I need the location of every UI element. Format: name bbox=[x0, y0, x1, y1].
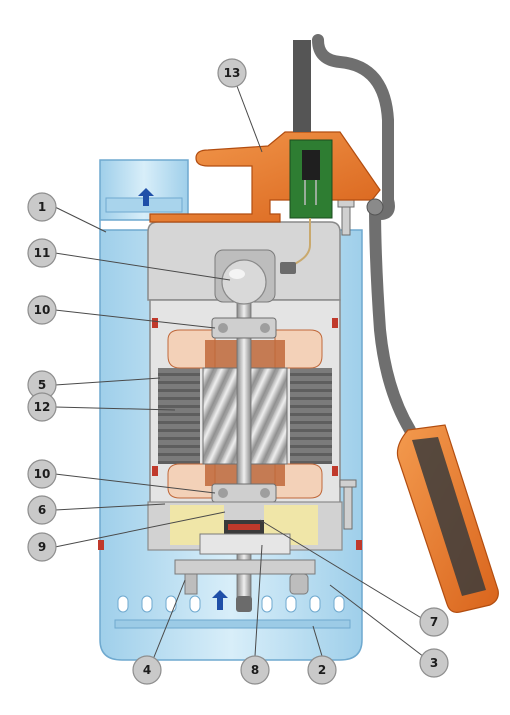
callout-4: 4 bbox=[132, 655, 162, 685]
svg-text:1: 1 bbox=[38, 200, 46, 214]
housing-bolts bbox=[337, 199, 357, 530]
lower-bearing-ball-left bbox=[218, 488, 228, 498]
flow-arrow-icon bbox=[138, 188, 154, 206]
float-cable bbox=[312, 34, 395, 220]
o-ring-seals bbox=[98, 318, 362, 550]
callout-2: 2 bbox=[307, 655, 337, 685]
callout-3: 3 bbox=[419, 648, 449, 678]
svg-text:7: 7 bbox=[430, 615, 438, 629]
stator-left bbox=[158, 368, 200, 464]
upper-bearing-ball-left bbox=[218, 323, 228, 333]
stator-right bbox=[290, 368, 332, 464]
callout-10-upper: 10 bbox=[27, 295, 57, 325]
seal-holder bbox=[199, 533, 291, 555]
svg-text:5: 5 bbox=[38, 378, 46, 392]
capacitor bbox=[214, 249, 276, 305]
base-plate bbox=[114, 619, 351, 629]
svg-text:11: 11 bbox=[34, 246, 51, 260]
float-switch bbox=[396, 424, 499, 613]
svg-text:9: 9 bbox=[38, 540, 46, 554]
impeller bbox=[174, 559, 316, 612]
impeller-disk bbox=[174, 559, 316, 575]
svg-text:6: 6 bbox=[38, 503, 46, 517]
callout-badges: 1 2 3 4 5 6 7 8 9 bbox=[27, 58, 449, 685]
pcb-component bbox=[302, 150, 320, 180]
callout-11: 11 bbox=[27, 238, 57, 268]
lower-bearing-ball-right bbox=[260, 488, 270, 498]
svg-text:4: 4 bbox=[143, 663, 151, 677]
svg-text:13: 13 bbox=[224, 66, 241, 80]
motor-shaft bbox=[236, 299, 252, 601]
handle bbox=[149, 131, 381, 274]
leader-lines bbox=[54, 72, 429, 668]
impeller-nut bbox=[236, 596, 252, 612]
capacitor-highlight bbox=[229, 269, 245, 279]
svg-text:10: 10 bbox=[34, 303, 51, 317]
callout-7: 7 bbox=[419, 607, 449, 637]
mechanical-seal-ring bbox=[228, 524, 260, 530]
callout-6: 6 bbox=[27, 495, 57, 525]
callout-8-circle bbox=[240, 655, 270, 685]
motor-housing bbox=[98, 221, 362, 601]
cable-clip bbox=[366, 198, 384, 216]
capacitor-body bbox=[221, 259, 267, 305]
capacitor-wires bbox=[284, 218, 311, 271]
float-shading bbox=[412, 437, 486, 596]
callout-10-lower: 10 bbox=[27, 459, 57, 489]
callout-8: 8 bbox=[240, 655, 270, 685]
upper-bearing-ball-right bbox=[260, 323, 270, 333]
wire-connector bbox=[280, 262, 296, 274]
callout-12: 12 bbox=[27, 392, 57, 422]
impeller-vane-right bbox=[289, 573, 309, 595]
callout-1: 1 bbox=[27, 192, 57, 222]
power-cable bbox=[293, 34, 416, 436]
impeller-vane-left bbox=[184, 573, 198, 595]
svg-text:3: 3 bbox=[430, 656, 438, 670]
callout-8-label: 8 bbox=[251, 663, 259, 677]
oil-chamber bbox=[147, 501, 343, 555]
svg-text:10: 10 bbox=[34, 467, 51, 481]
callout-9: 9 bbox=[27, 532, 57, 562]
svg-text:12: 12 bbox=[34, 400, 51, 414]
flow-arrow-icon bbox=[212, 590, 228, 610]
callout-13: 13 bbox=[217, 58, 247, 88]
float-cable-down bbox=[369, 199, 416, 436]
svg-text:2: 2 bbox=[318, 663, 326, 677]
